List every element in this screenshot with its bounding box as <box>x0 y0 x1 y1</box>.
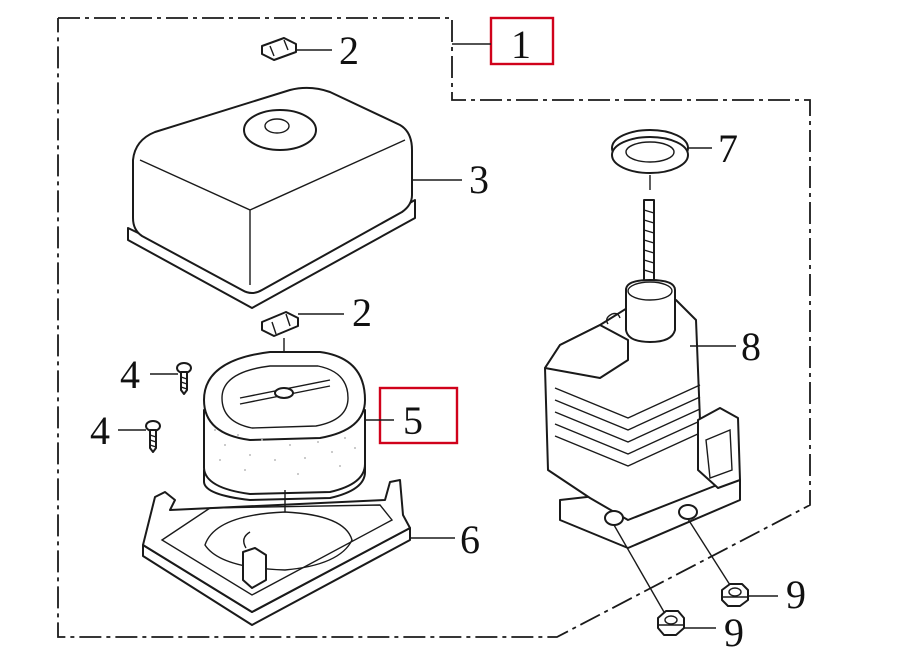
filter-element-part <box>203 338 366 501</box>
screw-part-lower <box>145 420 161 453</box>
callout-6: 6 <box>460 517 480 562</box>
housing-part <box>544 199 741 549</box>
callout-9-right: 9 <box>786 572 806 617</box>
cover-part <box>127 86 416 309</box>
callout-4-upper: 4 <box>120 352 140 397</box>
base-part <box>142 479 411 626</box>
nut-part-bottom <box>657 610 685 636</box>
callout-7: 7 <box>718 126 738 171</box>
screw-part-upper <box>176 362 192 395</box>
clip-part-top <box>261 37 297 61</box>
nut-part-right <box>721 583 749 607</box>
callout-4-lower: 4 <box>90 408 110 453</box>
clip-part-mid <box>261 311 299 337</box>
assembly-boundary <box>57 17 811 638</box>
callout-2-mid: 2 <box>352 290 372 335</box>
callout-3: 3 <box>469 157 489 202</box>
callout-9-bottom: 9 <box>724 610 744 655</box>
callout-2-top: 2 <box>339 28 359 73</box>
leader-lines <box>118 43 778 629</box>
callout-5: 5 <box>403 398 423 443</box>
callout-8: 8 <box>741 324 761 369</box>
seal-ring-part <box>611 129 689 190</box>
highlight-box-5 <box>378 386 459 445</box>
callout-1: 1 <box>511 22 531 67</box>
highlight-box-1 <box>489 16 555 66</box>
